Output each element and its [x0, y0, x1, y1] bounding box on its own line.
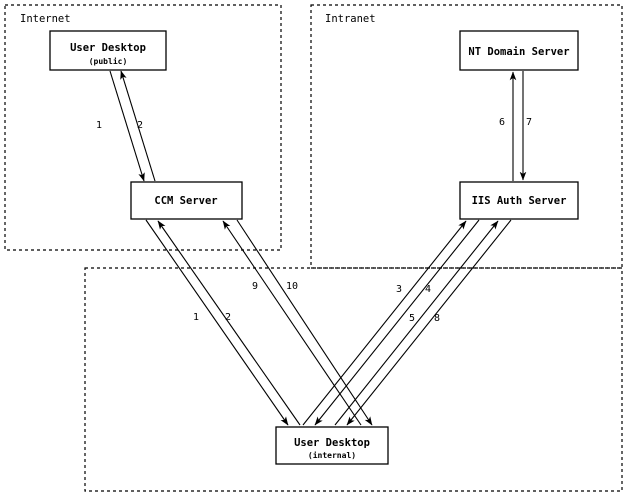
- edge-2-public-response: [120, 70, 156, 182]
- node-ccm-server-box[interactable]: [130, 181, 243, 220]
- edge-1-public-request: [109, 70, 145, 182]
- node-user-desktop-internal-box[interactable]: [275, 426, 389, 465]
- edge-internal-desktop-iis-34: [302, 219, 480, 426]
- edge-label-2-internal: 2: [225, 312, 231, 323]
- edge-label-1-public: 1: [96, 120, 102, 131]
- edge-8-auth-token: [346, 219, 512, 426]
- edge-2-internal-response: [145, 219, 289, 426]
- zone-internet: Internet: [4, 4, 282, 251]
- node-user-desktop-public-title: User Desktop: [70, 42, 146, 54]
- edge-9-internal-request: [222, 220, 362, 426]
- node-nt-domain-server-box[interactable]: [459, 30, 579, 71]
- zone-internet-border: [4, 4, 282, 251]
- node-user-desktop-public-subtitle: (public): [89, 56, 128, 66]
- edge-3-auth-request: [302, 220, 467, 426]
- node-ccm-server[interactable]: CCM Server: [130, 181, 243, 220]
- edge-5-auth-credentials: [334, 220, 499, 426]
- node-user-desktop-public[interactable]: User Desktop (public): [49, 30, 167, 71]
- node-iis-auth-server[interactable]: IIS Auth Server: [459, 181, 579, 220]
- node-iis-auth-server-box[interactable]: [459, 181, 579, 220]
- edge-label-4: 4: [425, 284, 431, 295]
- zone-internal-lan-border: [84, 267, 623, 492]
- edge-label-8: 8: [434, 313, 440, 324]
- zone-internal-lan: [84, 267, 623, 492]
- edge-label-7: 7: [526, 117, 532, 128]
- zone-intranet-label: Intranet: [325, 13, 376, 25]
- zone-internet-label: Internet: [20, 13, 71, 25]
- zone-intranet-border: [310, 4, 623, 269]
- edge-label-5: 5: [409, 313, 415, 324]
- edge-internal-desktop-ccm-12: [145, 219, 301, 426]
- edge-internal-desktop-ccm-910: [222, 219, 373, 426]
- edge-label-6: 6: [499, 117, 505, 128]
- node-user-desktop-internal-title: User Desktop: [294, 437, 370, 449]
- edge-internal-desktop-iis-58: [334, 219, 512, 426]
- edge-label-2-public: 2: [137, 120, 143, 131]
- node-user-desktop-public-box[interactable]: [49, 30, 167, 71]
- edge-4-auth-redirect: [314, 219, 480, 426]
- zone-intranet: Intranet: [310, 4, 623, 269]
- node-user-desktop-internal[interactable]: User Desktop (internal): [275, 426, 389, 465]
- edge-10-internal-response: [236, 219, 373, 426]
- edge-label-group: 1 2 6 7 9 10 1 2 3 4 5 8: [96, 117, 532, 324]
- node-ccm-server-title: CCM Server: [154, 195, 217, 207]
- node-iis-auth-server-title: IIS Auth Server: [472, 195, 567, 207]
- edge-label-1-internal: 1: [193, 312, 199, 323]
- edge-iis-ntdomain: [509, 71, 527, 181]
- node-nt-domain-server-title: NT Domain Server: [468, 46, 569, 58]
- node-nt-domain-server[interactable]: NT Domain Server: [459, 30, 579, 71]
- edge-label-10: 10: [286, 281, 298, 292]
- edge-label-3: 3: [396, 284, 402, 295]
- edge-label-9: 9: [252, 281, 258, 292]
- node-user-desktop-internal-subtitle: (internal): [308, 450, 356, 460]
- edge-1-internal-request: [157, 220, 301, 426]
- edge-public-desktop-ccm: [109, 70, 156, 182]
